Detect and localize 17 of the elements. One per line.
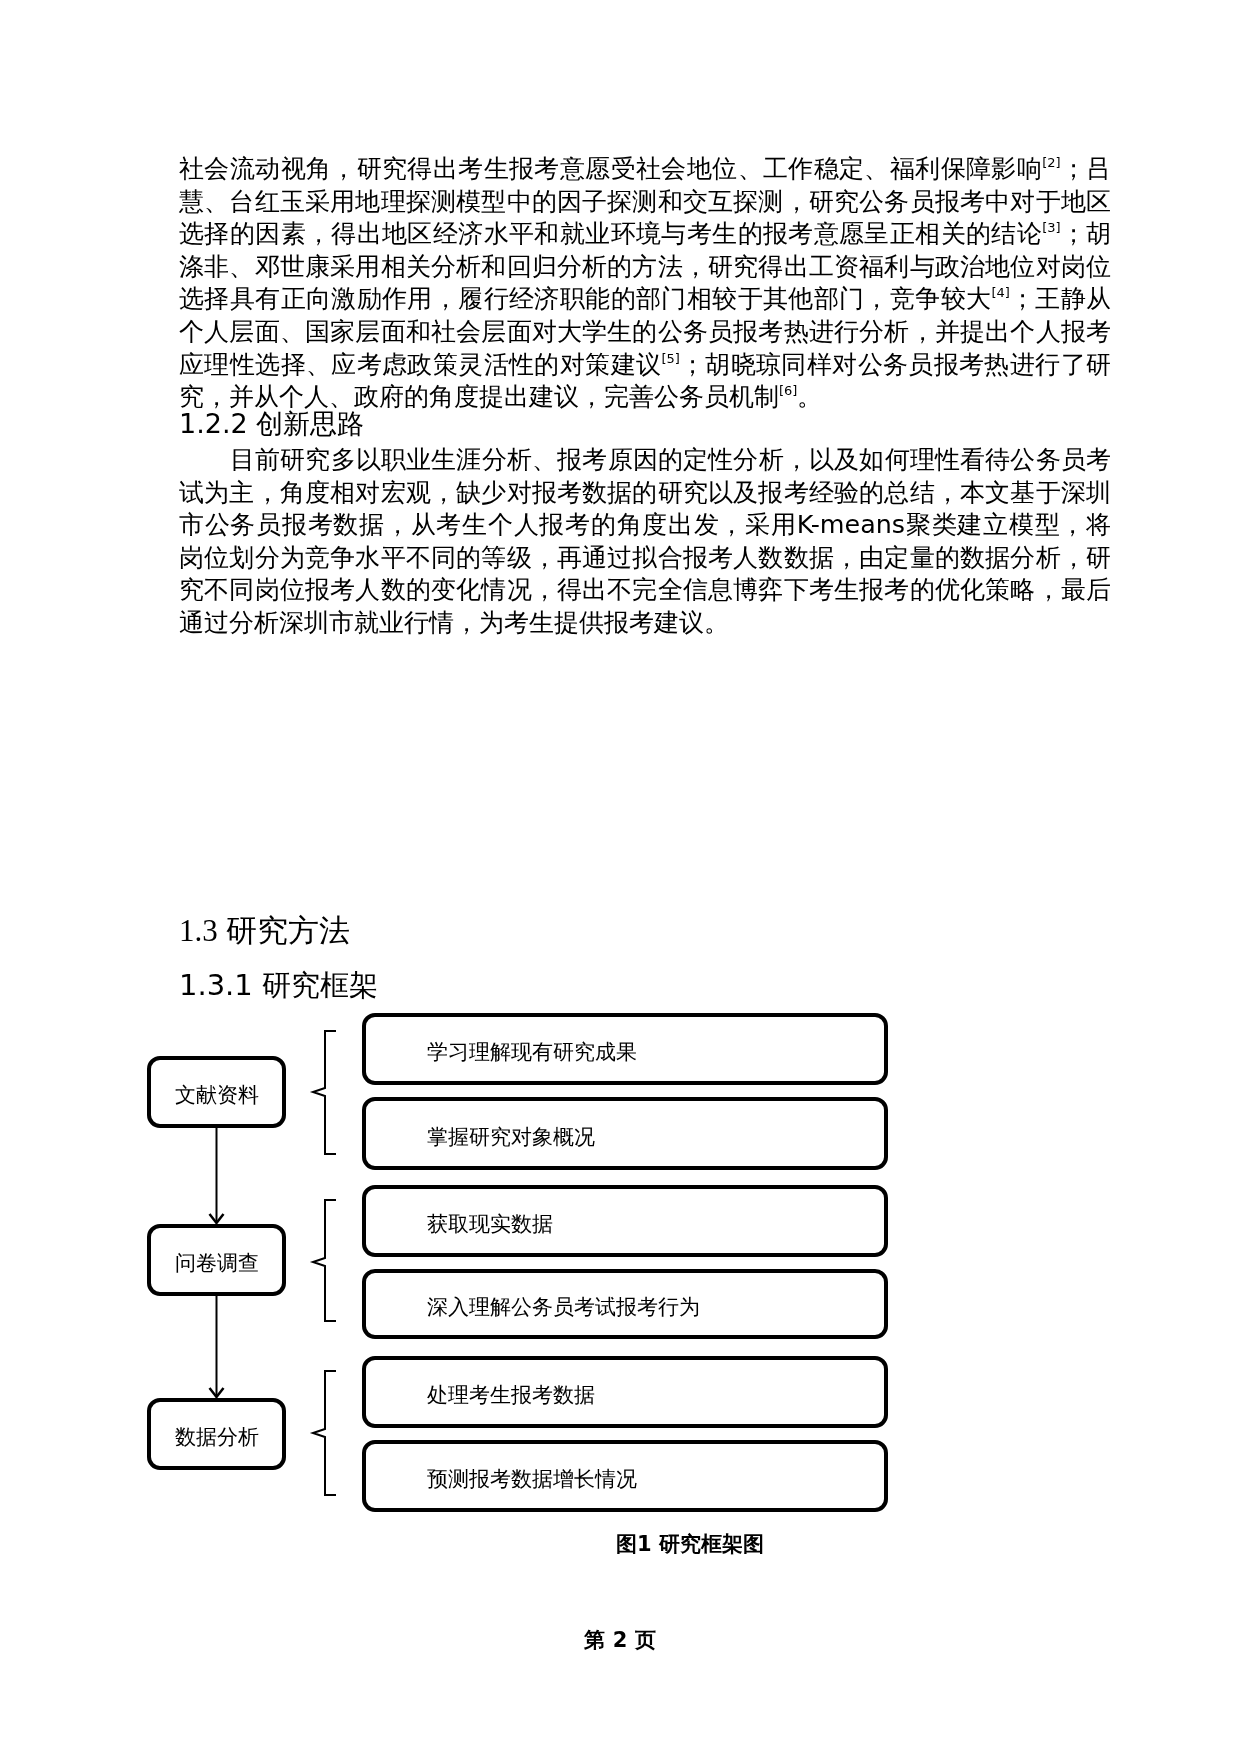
page-number: 第 2 页 [584,1628,656,1654]
process-box: 获取现实数据 [362,1185,888,1257]
paragraph: 目前研究多以职业生涯分析、报考原因的定性分析，以及如何理性看待公务员考试为主，角度相对宏观，缺少对报考数据的研究以及报考经验的总结，本文基于深圳市公务员报考数据，从考生个人报考的角度出发，采用K-means聚类建立模型，将岗位划分为竞争水平不同的等级，再通过拟合报考人数数据，由定量的数据分析，研究不同岗位报考人数的变化情况，得出不完全信息博弈下考生报考的优化策略，最后通过分析深圳市就业行情，为考生提供报考建议。 [179,443,1111,639]
process-box: 问卷调查 [147,1224,286,1296]
process-box: 文献资料 [147,1056,286,1128]
process-box: 处理考生报考数据 [362,1356,888,1428]
arrow [208,1127,225,1225]
process-box: 预测报考数据增长情况 [362,1440,888,1512]
section-heading: 1.3 研究方法 [179,912,351,950]
process-box: 学习理解现有研究成果 [362,1013,888,1085]
process-box: 数据分析 [147,1398,286,1470]
process-box: 深入理解公务员考试报考行为 [362,1269,888,1339]
section-heading: 1.2.2 创新思路 [179,408,365,441]
figure-caption: 图1 研究框架图 [616,1531,764,1558]
process-box: 掌握研究对象概况 [362,1097,888,1170]
arrow [208,1295,225,1399]
section-heading: 1.3.1 研究框架 [179,968,379,1003]
